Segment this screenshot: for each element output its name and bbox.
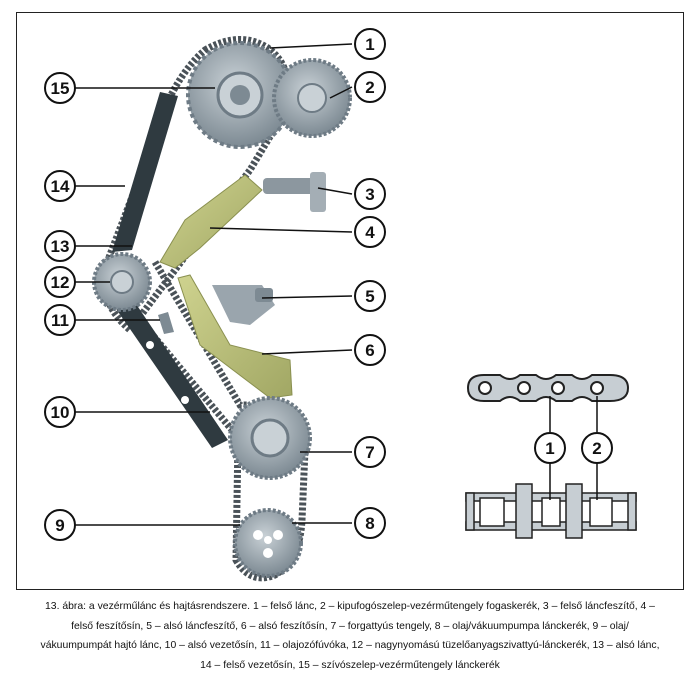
oil-nozzle [158,312,174,334]
chain-detail-callout-2: 2 [581,432,613,464]
svg-text:12: 12 [51,273,70,292]
svg-text:1: 1 [365,35,374,54]
figure-caption: 13. ábra: a vezérmű­lánc és hajtásrendsz… [16,597,684,675]
svg-text:6: 6 [365,341,374,360]
svg-text:14: 14 [51,177,70,196]
callout-1: 1 [354,28,386,60]
svg-text:3: 3 [365,185,374,204]
callout-14: 14 [44,170,76,202]
callout-2: 2 [354,71,386,103]
callout-11: 11 [44,304,76,336]
caption-line-3: vákuumpumpát hajtó lánc, 10 – alsó vezet… [40,640,660,651]
caption-line-2: felső feszítősín, 5 – alsó láncfeszítő, … [71,620,629,632]
svg-text:10: 10 [51,403,70,422]
timing-chain-diagram: 1 2 3 4 5 6 7 8 9 10 11 12 13 14 15 1 2 [44,28,637,582]
leader-lines [72,43,353,526]
intake-camshaft-sprocket [186,41,294,149]
svg-text:15: 15 [51,79,70,98]
svg-text:2: 2 [365,78,374,97]
callout-4: 4 [354,216,386,248]
upper-chain-tensioner [263,172,326,212]
callout-7: 7 [354,436,386,468]
svg-text:4: 4 [365,223,375,242]
upper-tensioner-rail [159,174,263,269]
chain-detail-callout-1: 1 [534,432,566,464]
lower-tensioner-rail [177,274,293,399]
svg-text:13: 13 [51,237,70,256]
caption-line-4: 14 – felső vezetősín, 15 – szívószelep-v… [200,659,500,671]
svg-text:11: 11 [51,311,69,330]
exhaust-camshaft-gear [272,58,352,138]
caption-line-1: 13. ábra: a vezérmű­lánc és hajtásrendsz… [45,601,655,612]
lower-chain-tensioner [212,285,275,325]
svg-text:5: 5 [365,287,374,306]
callout-8: 8 [354,507,386,539]
callout-15: 15 [44,72,76,104]
svg-text:9: 9 [55,516,64,535]
upper-guide-rail [112,92,178,252]
callout-13: 13 [44,230,76,262]
svg-text:1: 1 [545,439,554,458]
chain-link-detail [465,374,637,539]
svg-text:8: 8 [365,514,374,533]
callout-5: 5 [354,280,386,312]
crankshaft-sprocket [228,396,312,480]
fuel-pump-sprocket [92,252,152,312]
lower-guide-rail [110,298,228,448]
callout-12: 12 [44,266,76,298]
svg-text:7: 7 [365,443,374,462]
callout-9: 9 [44,509,76,541]
callout-6: 6 [354,334,386,366]
callout-3: 3 [354,178,386,210]
callout-10: 10 [44,396,76,428]
oil-pump-sprocket [233,508,303,578]
svg-text:2: 2 [592,439,601,458]
